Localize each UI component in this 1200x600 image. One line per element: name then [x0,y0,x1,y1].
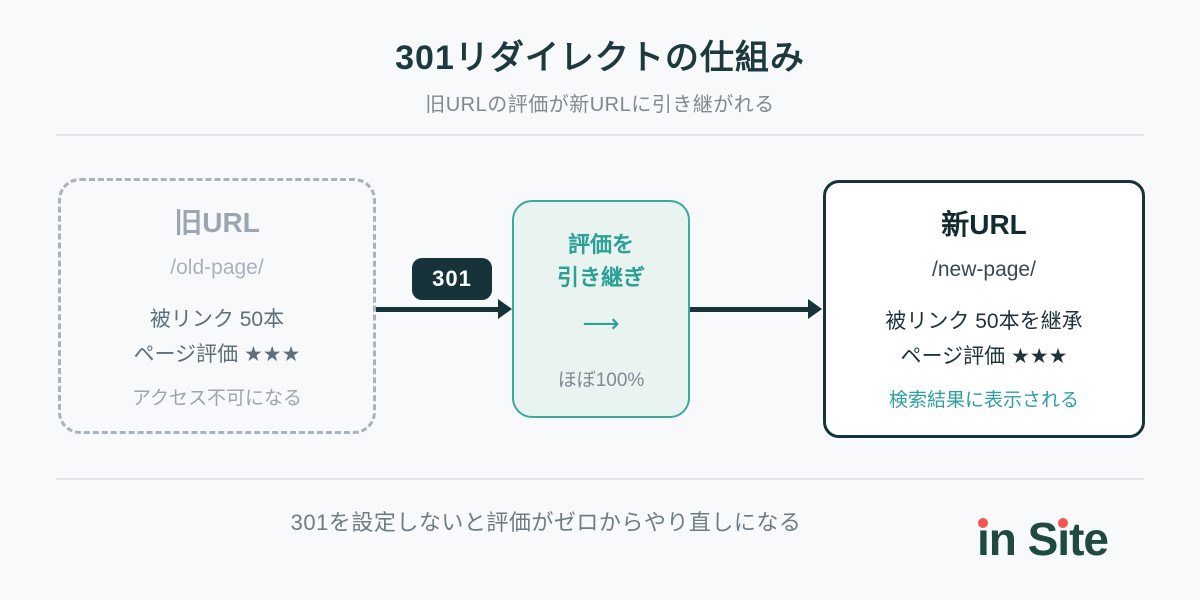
logo-dot-icon [1058,518,1069,528]
new-url-stats: 被リンク 50本を継承 ページ評価 ★★★ [885,304,1082,374]
redirect-arrow-left-head [498,299,512,319]
transfer-label-line1: 評価を [567,232,634,257]
transfer-arrow-icon: ⟶ [582,308,620,338]
logo-dot-icon [977,518,988,528]
transfer-label-line2: 引き継ぎ [556,265,645,290]
page-subtitle: 旧URLの評価が新URLに引き継がれる [425,94,775,116]
new-url-title: 新URL [941,209,1027,240]
old-url-backlinks: 被リンク 50本 [149,308,285,331]
old-url-box: 旧URL /old-page/ 被リンク 50本 ページ評価 ★★★ アクセス不… [58,178,376,434]
header-divider [56,134,1144,136]
old-url-rating: ページ評価 ★★★ [133,343,301,366]
transfer-percentage: ほぼ100% [557,370,645,391]
redirect-arrow-right-head [808,299,822,319]
redirect-arrow-left-line [376,307,500,312]
redirect-301-badge: 301 [412,258,492,300]
new-url-note: 検索結果に表示される [888,390,1079,411]
new-url-box: 新URL /new-page/ 被リンク 50本を継承 ページ評価 ★★★ 検索… [823,180,1145,438]
old-url-title: 旧URL [174,207,260,238]
new-url-path: /new-page/ [932,258,1036,281]
redirect-arrow-right-line [690,307,809,312]
page-title: 301リダイレクトの仕組み [395,39,805,77]
old-url-note: アクセス不可になる [131,388,303,409]
old-url-stats: 被リンク 50本 ページ評価 ★★★ [134,302,301,372]
new-url-backlinks: 被リンク 50本を継承 [885,310,1083,333]
old-url-path: /old-page/ [170,256,264,279]
transfer-box: 評価を 引き継ぎ ⟶ ほぼ100% [512,200,690,418]
footer-divider [56,478,1144,480]
new-url-rating: ページ評価 ★★★ [900,345,1068,368]
footer-caption: 301を設定しないと評価がゼロからやり直しになる [290,510,802,535]
